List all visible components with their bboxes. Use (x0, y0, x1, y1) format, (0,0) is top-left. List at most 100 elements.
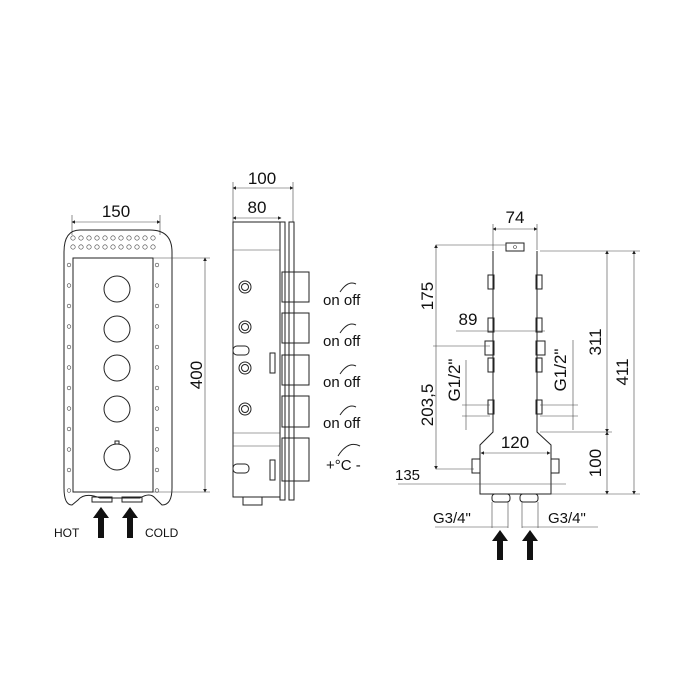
mounting-hole (154, 344, 160, 350)
valve-body-side (232, 221, 281, 498)
mounting-hole (66, 262, 72, 268)
outlet-port (535, 399, 543, 415)
cover-plate (72, 257, 154, 493)
side-view: 100 80 on off on off on off on off +°C - (232, 169, 361, 506)
outlet-port (535, 274, 543, 290)
bottom-height-dimension: 100 (586, 449, 605, 477)
outlet-box (281, 271, 310, 303)
stop-tab (269, 459, 276, 481)
thermostat-knob[interactable] (103, 443, 131, 471)
mounting-hole (154, 385, 160, 391)
mounting-hole (134, 235, 140, 241)
mounting-hole (66, 488, 72, 493)
mounting-hole (154, 365, 160, 370)
mounting-hole (70, 244, 76, 250)
total-depth-dimension: 100 (248, 169, 276, 188)
left-thread-size: G1/2" (445, 359, 464, 402)
mounting-hole (118, 235, 124, 241)
mounting-hole (70, 235, 76, 241)
side-knobs (232, 280, 252, 474)
outlet-port (487, 357, 495, 373)
mounting-hole (154, 426, 160, 432)
mounting-hole (154, 488, 160, 493)
outlet-port (487, 274, 495, 290)
mounting-hole (66, 303, 72, 309)
control-label: on off (323, 415, 361, 432)
mounting-hole (66, 426, 72, 432)
total-height-dimension: 411 (613, 358, 632, 385)
mounting-hole (126, 235, 132, 241)
mounting-hole (110, 244, 116, 250)
mounting-hole (154, 467, 160, 473)
body-depth-dimension: 80 (248, 198, 267, 217)
top-offset-dimension: 175 (418, 282, 437, 310)
mounting-hole (102, 244, 108, 250)
outlet-box (281, 354, 310, 386)
mounting-hole (150, 244, 156, 250)
top-width-dimension: 74 (506, 208, 525, 227)
knobs (103, 275, 131, 471)
mounting-hole (78, 235, 84, 241)
hot-inlet-arrow-icon (93, 507, 109, 538)
right-inlet-thread: G3/4" (548, 510, 586, 527)
rotation-arc-icon (339, 364, 357, 375)
rotation-arc-icon (339, 405, 357, 416)
hot-label: HOT (54, 526, 80, 540)
outlet-spacing-dimension: 89 (459, 310, 478, 329)
mounting-hole (102, 235, 108, 241)
temperature-arc-icon (337, 443, 361, 457)
bottom-width-dimension: 120 (501, 433, 529, 452)
mounting-hole (86, 244, 92, 250)
diverter-knob[interactable] (103, 315, 131, 343)
inlet-arrow-icon (492, 530, 508, 560)
mounting-hole (154, 324, 160, 329)
mounting-hole (142, 235, 148, 241)
outlet-port (535, 357, 543, 373)
mounting-hole (66, 385, 72, 391)
control-label: on off (323, 333, 361, 350)
mounting-hole (150, 235, 156, 241)
mounting-hole (86, 235, 92, 241)
mounting-hole (94, 235, 100, 241)
rotation-arc-icon (339, 282, 357, 293)
cold-label: COLD (145, 526, 179, 540)
temperature-label: +°C - (326, 457, 361, 474)
left-inlet-thread: G3/4" (433, 510, 471, 527)
diverter-knob[interactable] (103, 275, 131, 303)
outlet-port (487, 317, 495, 333)
mounting-hole (66, 447, 72, 452)
mounting-hole (66, 406, 72, 411)
mounting-hole (66, 365, 72, 370)
outlet-box (281, 312, 310, 344)
mounting-hole (94, 244, 100, 250)
control-label: on off (323, 292, 361, 309)
control-labels: on off on off on off on off +°C - (323, 282, 361, 474)
mounting-hole (134, 244, 140, 250)
outlet-port (535, 317, 543, 333)
control-label: on off (323, 374, 361, 391)
mounting-hole (154, 303, 160, 309)
mounting-hole (154, 283, 160, 288)
mid-dimension: 203,5 (418, 384, 437, 427)
outlet-port (487, 399, 495, 415)
mounting-hole (66, 344, 72, 350)
outlet-port (535, 340, 546, 356)
bottom-depth-dimension: 135 (395, 467, 420, 484)
width-dimension: 150 (102, 202, 130, 221)
valve-body-rear (479, 251, 552, 495)
mounting-hole (142, 244, 148, 250)
outlet-height-dimension: 311 (586, 328, 605, 355)
mounting-hole (66, 324, 72, 329)
inlet-arrow-icon (522, 530, 538, 560)
mounting-hole (154, 406, 160, 411)
mounting-hole (154, 447, 160, 452)
mounting-hole (66, 283, 72, 288)
diverter-knob[interactable] (103, 354, 131, 382)
mounting-hole (78, 244, 84, 250)
mounting-hole (110, 235, 116, 241)
mounting-hole (66, 467, 72, 473)
diverter-knob[interactable] (103, 395, 131, 423)
cold-inlet-arrow-icon (122, 507, 138, 538)
rear-view: 74 175 203,5 89 G1/2" G1/2" 311 411 100 … (395, 208, 640, 560)
